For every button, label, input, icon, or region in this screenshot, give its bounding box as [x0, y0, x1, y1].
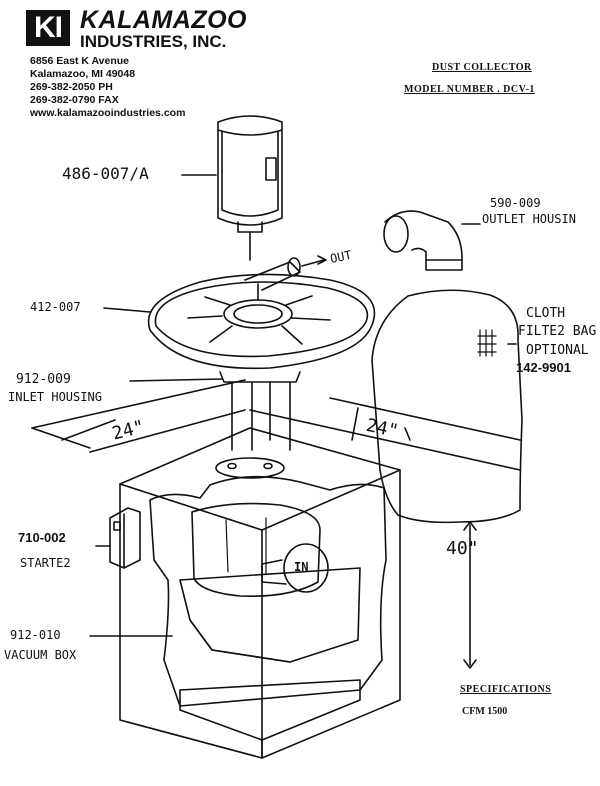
- label-dim-height: 40": [446, 538, 479, 559]
- spec-cfm: CFM 1500: [462, 706, 508, 717]
- fax: 269-382-0790 FAX: [30, 94, 119, 106]
- address-city: Kalamazoo, MI 49048: [30, 68, 136, 80]
- label-outlet-name: OUTLET HOUSIN: [482, 212, 576, 226]
- model-number: MODEL NUMBER . DCV-1: [404, 84, 535, 95]
- website: www.kalamazooindustries.com: [30, 107, 186, 119]
- label-starter-name: STARTE2: [20, 556, 71, 570]
- label-bag-line3: OPTIONAL: [526, 343, 589, 358]
- label-bag-line2: FILTE2 BAG: [518, 324, 597, 339]
- label-inlet-mark: IN: [294, 560, 309, 574]
- label-motor: 486-007/A: [62, 164, 149, 183]
- address-street: 6856 East K Avenue: [30, 55, 130, 67]
- connector-lines: [231, 381, 291, 451]
- label-bag-part: 142-9901: [516, 360, 571, 375]
- company-name: KALAMAZOO: [80, 6, 247, 34]
- starter-drawing: [95, 507, 141, 569]
- label-impeller: 412-007: [30, 300, 81, 314]
- outlet-housing-drawing: [383, 210, 481, 271]
- vacuum-box-drawing: [119, 427, 401, 759]
- spec-title: SPECIFICATIONS: [460, 684, 552, 695]
- dimension-lines: [31, 379, 521, 669]
- drawing-title: DUST COLLECTOR: [432, 62, 532, 73]
- label-inlet-part: 912-009: [16, 372, 71, 387]
- blower-housing-drawing: [103, 255, 376, 383]
- label-bag-line1: CLOTH: [526, 306, 566, 321]
- company-logo: KI: [26, 10, 70, 46]
- phone: 269-382-2050 PH: [30, 81, 113, 93]
- label-box-name: VACUUM BOX: [4, 648, 77, 662]
- label-starter-part: 710-002: [18, 530, 66, 545]
- label-inlet-name: INLET HOUSING: [8, 390, 102, 404]
- motor-drawing: [181, 115, 283, 261]
- company-name-line2: INDUSTRIES, INC.: [80, 32, 227, 51]
- label-box-part: 912-010: [10, 628, 61, 642]
- filter-bag-drawing: [371, 289, 523, 524]
- label-outlet-part: 590-009: [490, 196, 541, 210]
